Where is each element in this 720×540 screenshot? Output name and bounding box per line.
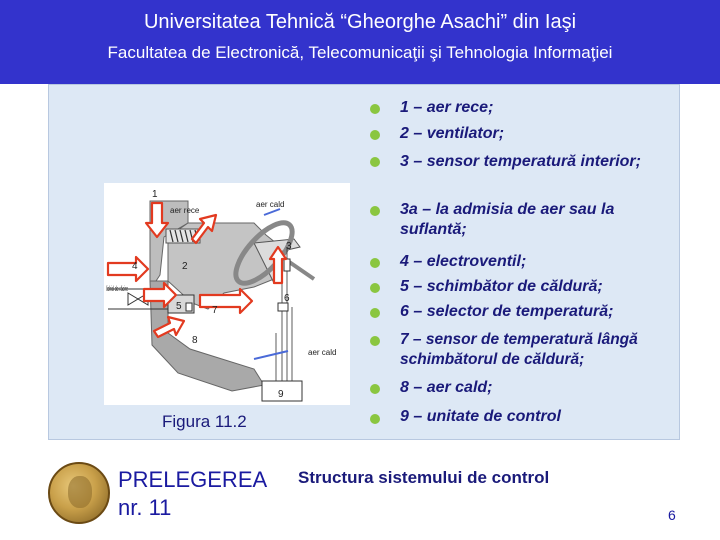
label-aer-rece: aer rece <box>170 206 200 215</box>
sensor-7-icon <box>185 302 193 312</box>
legend-item: 3a – la admisia de aer sau la suflantă; <box>400 201 615 238</box>
faculty-subtitle: Facultatea de Electronică, Telecomunicaţ… <box>107 43 613 62</box>
legend-item: 2 – ventilator; <box>400 125 505 142</box>
label-aer-cald-top: aer cald <box>256 200 284 209</box>
fan-blades-icon <box>169 229 199 243</box>
label-9: 9 <box>278 389 284 400</box>
sensor-3-icon <box>283 258 291 272</box>
arrow-down-1 <box>144 201 170 239</box>
climate-control-diagram: 1 aer rece aer cald 4 2 3 lichid de răci… <box>104 183 350 405</box>
label-aer-cald-bottom: aer cald <box>308 348 336 357</box>
legend-item: 7 – sensor de temperatură lângă schimbăt… <box>400 331 638 368</box>
label-5: 5 <box>176 301 182 312</box>
legend-item: 4 – electroventil; <box>400 253 527 270</box>
arrow-right-6 <box>198 287 254 315</box>
label-2: 2 <box>182 261 188 272</box>
lecture-line-1: PRELEGEREA <box>118 467 268 492</box>
legend-item: 9 – unitate de control <box>400 408 561 425</box>
legend-item: 3 – sensor temperatură interior; <box>400 153 641 170</box>
label-6: 6 <box>284 293 290 304</box>
diagram-drawing: 1 aer rece aer cald 4 2 3 lichid de răci… <box>106 189 336 402</box>
legend-item: 5 – schimbător de căldură; <box>400 278 603 295</box>
lecture-topic: Structura sistemului de control <box>298 468 550 487</box>
bullet-icon <box>370 283 380 293</box>
arrow-diag-top <box>190 213 218 245</box>
legend-item: 6 – selector de temperatură; <box>400 303 614 320</box>
lecture-line-2: nr. 11 <box>118 495 172 520</box>
page-number: 6 <box>668 507 676 523</box>
arrow-diag-8 <box>152 315 186 339</box>
legend-item: 1 – aer rece; <box>400 99 494 116</box>
label-3: 3 <box>286 241 292 252</box>
university-title: Universitatea Tehnică “Gheorghe Asachi” … <box>143 11 577 33</box>
bullet-icon <box>370 414 380 424</box>
label-7: 7 <box>212 305 218 316</box>
bullet-icon <box>370 336 380 346</box>
university-seal-icon <box>48 462 110 524</box>
control-unit <box>261 380 303 402</box>
bullet-icon <box>370 130 380 140</box>
bullet-icon <box>370 308 380 318</box>
bullet-icon <box>370 157 380 167</box>
label-8: 8 <box>192 335 198 346</box>
arrow-right-4 <box>106 255 150 283</box>
label-lichid: lichid de răcire <box>106 286 128 293</box>
label-1: 1 <box>152 189 158 200</box>
bullet-icon <box>370 384 380 394</box>
callout-arrows <box>106 201 288 339</box>
bullet-icon <box>370 258 380 268</box>
label-4: 4 <box>132 261 138 272</box>
bullet-icon <box>370 206 380 216</box>
selector-6-icon <box>277 302 289 312</box>
arrow-up-3 <box>268 245 288 285</box>
legend-item: 8 – aer cald; <box>400 379 493 396</box>
slide-header: Universitatea Tehnică “Gheorghe Asachi” … <box>0 0 720 84</box>
lecture-label: PRELEGEREA nr. 11 <box>118 466 267 522</box>
bullet-icon <box>370 104 380 114</box>
arrow-right-5 <box>142 281 178 309</box>
figure-caption: Figura 11.2 <box>162 412 247 431</box>
